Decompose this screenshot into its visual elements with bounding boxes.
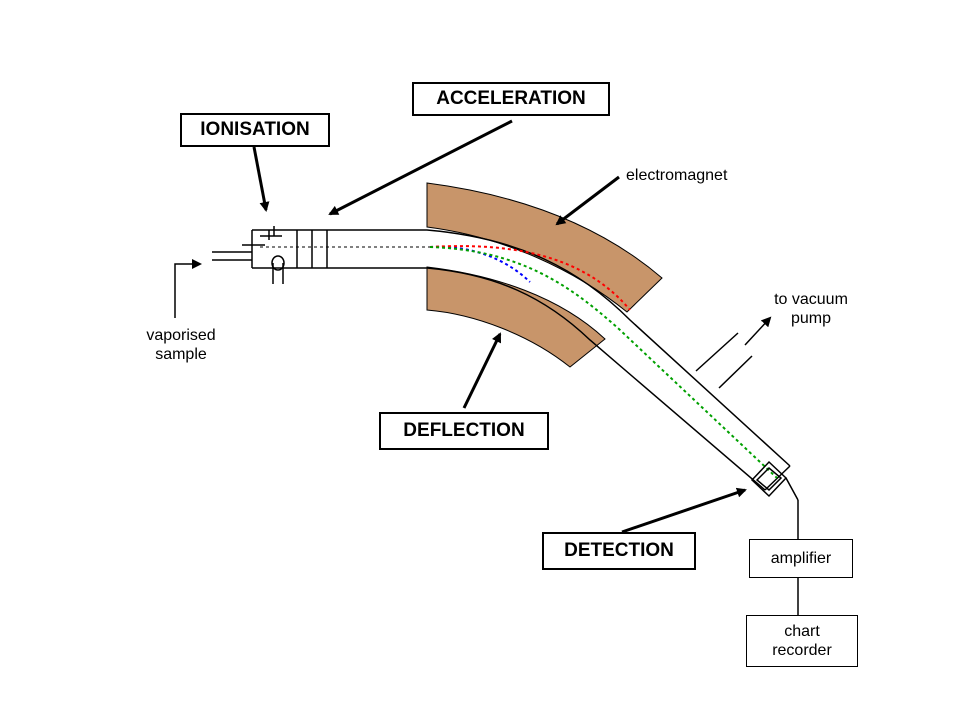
vacuum-pump-label: to vacuum pump (774, 291, 848, 327)
detection-label: DETECTION (542, 532, 696, 570)
flight-tube (329, 229, 791, 491)
amplifier-box: amplifier (749, 539, 853, 578)
acceleration-arrow (328, 119, 513, 216)
ionisation-label: IONISATION (180, 113, 330, 147)
deflection-arrow (462, 332, 502, 409)
vacuum-outlet (695, 332, 753, 389)
vaporised-sample-label: vaporised sample (146, 327, 216, 363)
electromagnet-lower-pole (426, 266, 606, 368)
deflection-label: DEFLECTION (379, 412, 549, 450)
sample-inlet-arrow (174, 259, 202, 318)
electromagnet-label: electromagnet (626, 167, 728, 184)
electromagnet-arrow (555, 175, 620, 226)
detector (750, 460, 788, 498)
acceleration-label: ACCELERATION (412, 82, 610, 116)
detection-arrow (621, 487, 747, 534)
chart-recorder-box: chart recorder (746, 615, 858, 667)
ion-beam-green (429, 246, 778, 479)
ionisation-chamber (212, 226, 329, 284)
vacuum-pump-arrow (744, 316, 772, 346)
ion-beam-red (429, 245, 631, 311)
ionisation-arrow (252, 146, 270, 212)
detector-wire (785, 477, 799, 501)
